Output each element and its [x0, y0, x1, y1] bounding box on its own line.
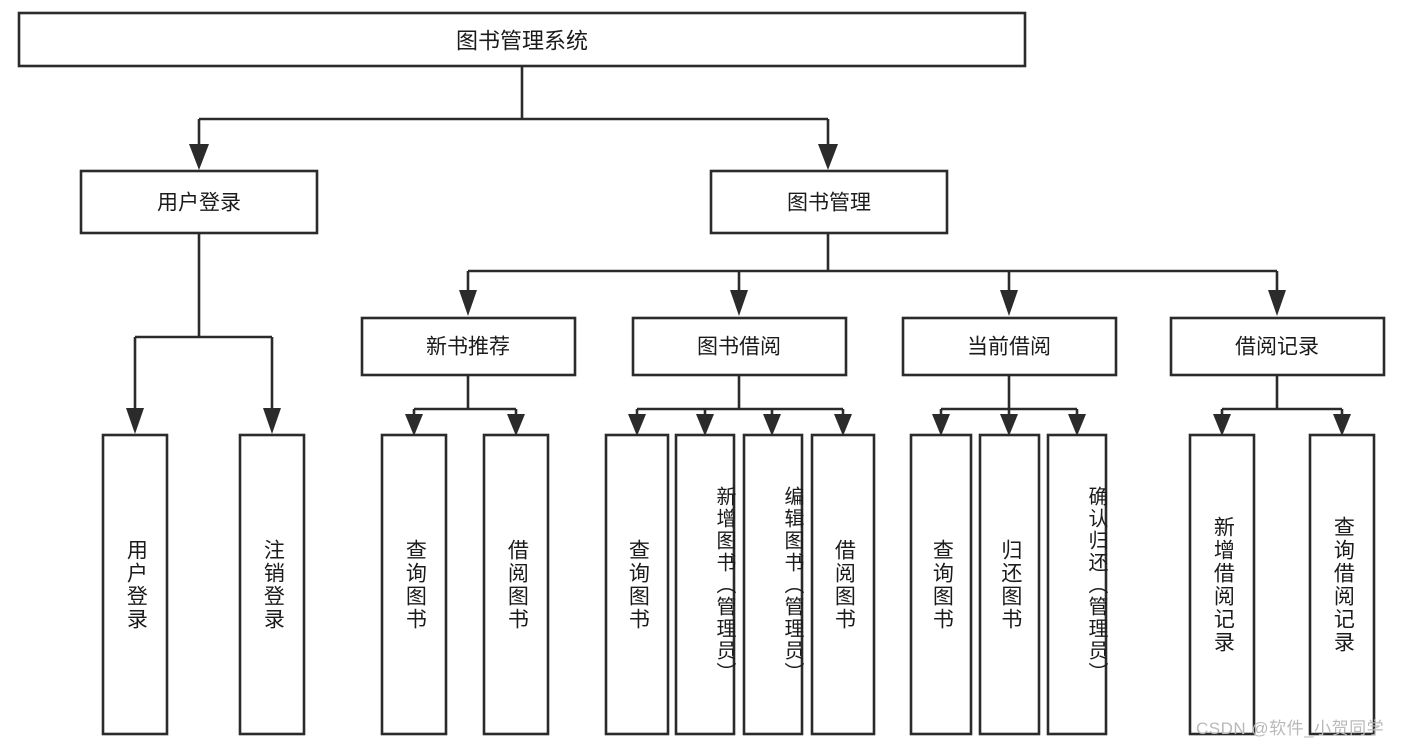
arrow-head-icon — [628, 414, 646, 436]
leaf-box-query-book-1[interactable] — [380, 433, 448, 736]
arrow-head-icon — [932, 414, 950, 436]
node-root-label: 图书管理系统 — [456, 29, 588, 54]
leaf-box-query-book-2[interactable] — [604, 433, 670, 736]
node-borrow-record-box — [1169, 316, 1386, 377]
leaf-box-add-borrow-record[interactable] — [1188, 433, 1256, 736]
node-current-borrow-label: 当前借阅 — [967, 336, 1051, 359]
arrow-head-icon — [1268, 290, 1286, 316]
arrow-head-icon — [126, 408, 144, 434]
watermark-text: CSDN @软件_小贺同学 — [1196, 719, 1385, 738]
leaf-box-user-login[interactable] — [101, 433, 169, 736]
arrow-head-icon — [1068, 414, 1086, 436]
leaf-box-query-borrow-record[interactable] — [1308, 433, 1376, 736]
connectors-root-to-level1 — [189, 66, 838, 170]
arrow-head-icon — [730, 290, 748, 316]
leaf-box-return-book[interactable] — [978, 433, 1041, 736]
node-current-borrow[interactable]: 当前借阅 — [901, 316, 1118, 377]
node-book-borrow[interactable]: 图书借阅 — [631, 316, 848, 377]
node-book-management-box — [709, 169, 949, 235]
arrow-head-icon — [507, 414, 525, 436]
node-user-login-label: 用户登录 — [157, 192, 241, 215]
leaf-boxes-book-borrow — [604, 433, 876, 736]
leaf-boxes-current-borrow — [909, 433, 1108, 736]
node-root-box — [17, 11, 1027, 68]
node-current-borrow-box — [901, 316, 1118, 377]
arrow-head-icon — [1000, 290, 1018, 316]
leaf-boxes-borrow-record — [1188, 433, 1376, 736]
leaf-boxes-new-book — [380, 433, 550, 736]
node-book-borrow-label: 图书借阅 — [697, 336, 781, 359]
arrow-head-icon — [818, 144, 838, 170]
leaf-box-add-book-admin[interactable] — [674, 433, 736, 736]
node-borrow-record-label: 借阅记录 — [1235, 336, 1319, 359]
leaf-box-edit-book-admin[interactable] — [742, 433, 804, 736]
node-book-borrow-box — [631, 316, 848, 377]
leaf-boxes-user-login — [101, 433, 306, 736]
arrow-head-icon — [405, 414, 423, 436]
node-new-book-recommend-box — [360, 316, 577, 377]
node-root-system[interactable]: 图书管理系统 — [17, 11, 1027, 68]
connectors-borrowrecord-to-leaves — [1213, 375, 1351, 436]
node-new-book-recommend-label: 新书推荐 — [426, 336, 510, 359]
arrow-head-icon — [459, 290, 477, 316]
arrow-head-icon — [1213, 414, 1231, 436]
connectors-newbook-to-leaves — [405, 375, 525, 436]
leaf-box-query-book-3[interactable] — [909, 433, 973, 736]
arrow-head-icon — [189, 144, 209, 170]
node-book-management[interactable]: 图书管理 — [709, 169, 949, 235]
connectors-userlogin-to-leaves — [126, 233, 281, 434]
node-borrow-record[interactable]: 借阅记录 — [1169, 316, 1386, 377]
leaf-box-borrow-book-2[interactable] — [810, 433, 876, 736]
arrow-head-icon — [763, 414, 781, 436]
node-user-login[interactable]: 用户登录 — [79, 169, 319, 235]
leaf-box-confirm-return-admin[interactable] — [1046, 433, 1108, 736]
connectors-bookborrow-to-leaves — [628, 375, 852, 436]
leaf-box-borrow-book-1[interactable] — [482, 433, 550, 736]
arrow-head-icon — [834, 414, 852, 436]
arrow-head-icon — [1333, 414, 1351, 436]
arrow-head-icon — [263, 408, 281, 434]
connectors-currentborrow-to-leaves — [932, 375, 1086, 436]
connectors-bookmgmt-to-level2 — [459, 233, 1286, 316]
arrow-head-icon — [696, 414, 714, 436]
node-new-book-recommend[interactable]: 新书推荐 — [360, 316, 577, 377]
arrow-head-icon — [1000, 414, 1018, 436]
node-user-login-box — [79, 169, 319, 235]
leaf-box-logout[interactable] — [238, 433, 306, 736]
node-book-management-label: 图书管理 — [787, 192, 871, 215]
